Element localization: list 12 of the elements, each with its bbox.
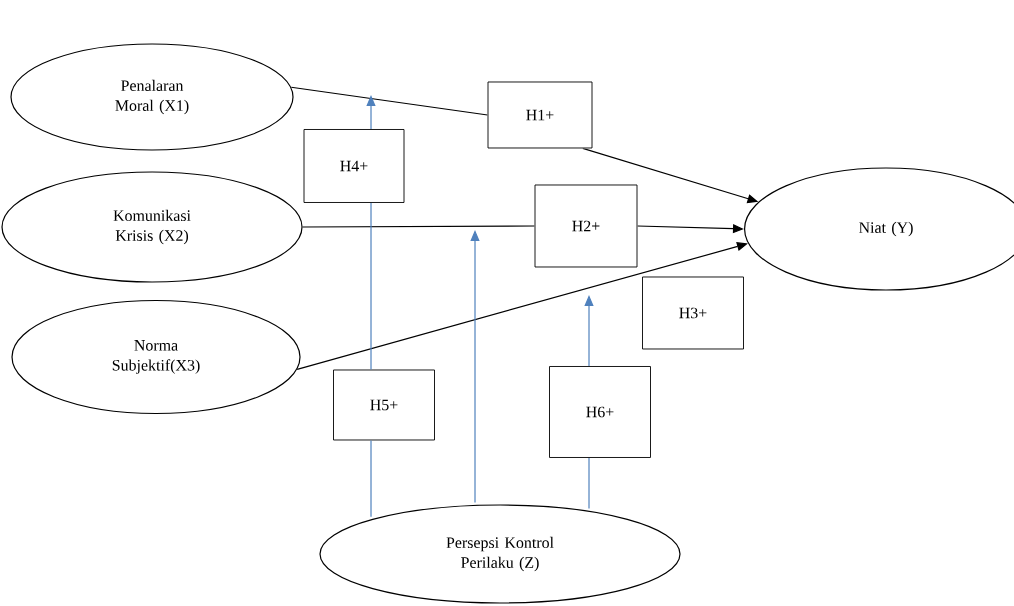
- hypothesis-box: H5+: [333, 369, 435, 441]
- arrow: [296, 241, 748, 370]
- hypothesis-box: H1+: [487, 81, 593, 149]
- arrow: [584, 295, 594, 509]
- ellipse-node: Persepsi Kontrol Perilaku (Z): [319, 504, 681, 604]
- ellipse-node: Komunikasi Krisis (X2): [1, 171, 303, 283]
- ellipse-node: Penalaran Moral (X1): [10, 43, 294, 151]
- hypothesis-box: H3+: [642, 276, 744, 350]
- hypothesis-box: H4+: [303, 129, 405, 203]
- hypothesis-box: H2+: [534, 184, 638, 268]
- hypothesis-box: H6+: [549, 366, 651, 458]
- ellipse-node: Norma Subjektif(X3): [11, 299, 301, 415]
